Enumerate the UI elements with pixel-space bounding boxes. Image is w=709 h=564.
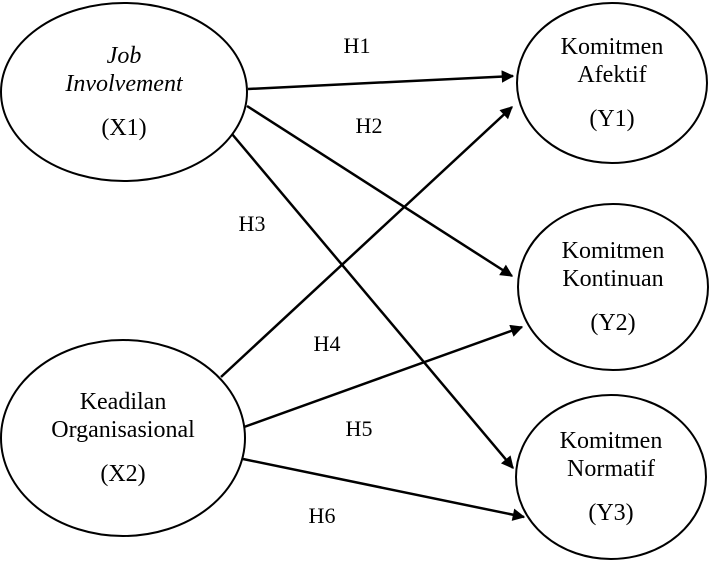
edge-h6-arrow xyxy=(242,457,526,521)
edge-h3-arrow xyxy=(231,133,514,469)
node-x1-name: Job Involvement xyxy=(65,42,182,98)
edge-label-h2: H2 xyxy=(355,113,383,138)
node-y2-name-line2: Kontinuan xyxy=(562,266,664,292)
node-x2-name-line1: Keadilan xyxy=(79,389,167,415)
node-x2: Keadilan Organisasional (X2) xyxy=(1,340,245,536)
node-x1-name-line2: Involvement xyxy=(65,71,183,97)
edge-label-h3: H3 xyxy=(238,211,266,236)
node-x1-name-line1: Job xyxy=(106,43,142,69)
node-y2-ellipse xyxy=(517,203,709,371)
node-y3-name-line2: Normatif xyxy=(567,456,655,482)
node-x2-name-line2: Organisasional xyxy=(51,417,195,443)
node-y1-ellipse xyxy=(516,2,708,164)
node-y2-name-line1: Komitmen xyxy=(561,238,665,264)
node-y1: Komitmen Afektif (Y1) xyxy=(517,3,707,163)
node-y2: Komitmen Kontinuan (Y2) xyxy=(518,204,708,370)
node-y1-name: Komitmen Afektif xyxy=(561,33,664,89)
node-x1-code: (X1) xyxy=(101,115,147,141)
node-y2-code: (Y2) xyxy=(590,310,636,336)
node-y3-code: (Y3) xyxy=(588,500,634,526)
edge-label-h4: H4 xyxy=(313,331,341,356)
node-x1-ellipse xyxy=(0,2,248,182)
edge-label-h6: H6 xyxy=(308,503,336,528)
edge-h2-arrow xyxy=(246,104,514,278)
node-y1-code: (Y1) xyxy=(589,106,635,132)
node-y1-name-line1: Komitmen xyxy=(560,34,664,60)
edge-h4-arrow xyxy=(220,106,513,378)
node-y1-name-line2: Afektif xyxy=(577,62,647,88)
edge-label-h5: H5 xyxy=(345,416,373,441)
edge-h5-arrow xyxy=(243,324,524,429)
node-x2-name: Keadilan Organisasional xyxy=(51,388,195,444)
node-y3-name: Komitmen Normatif xyxy=(560,427,663,483)
node-y2-name: Komitmen Kontinuan xyxy=(562,237,665,293)
node-y3-name-line1: Komitmen xyxy=(559,428,663,454)
node-y3-ellipse xyxy=(515,394,707,560)
node-y3: Komitmen Normatif (Y3) xyxy=(516,395,706,559)
node-x2-ellipse xyxy=(0,339,246,537)
node-x2-code: (X2) xyxy=(100,461,146,487)
node-x1: Job Involvement (X1) xyxy=(1,3,247,181)
edge-label-h1: H1 xyxy=(343,33,371,58)
edge-h1-arrow xyxy=(247,70,515,91)
